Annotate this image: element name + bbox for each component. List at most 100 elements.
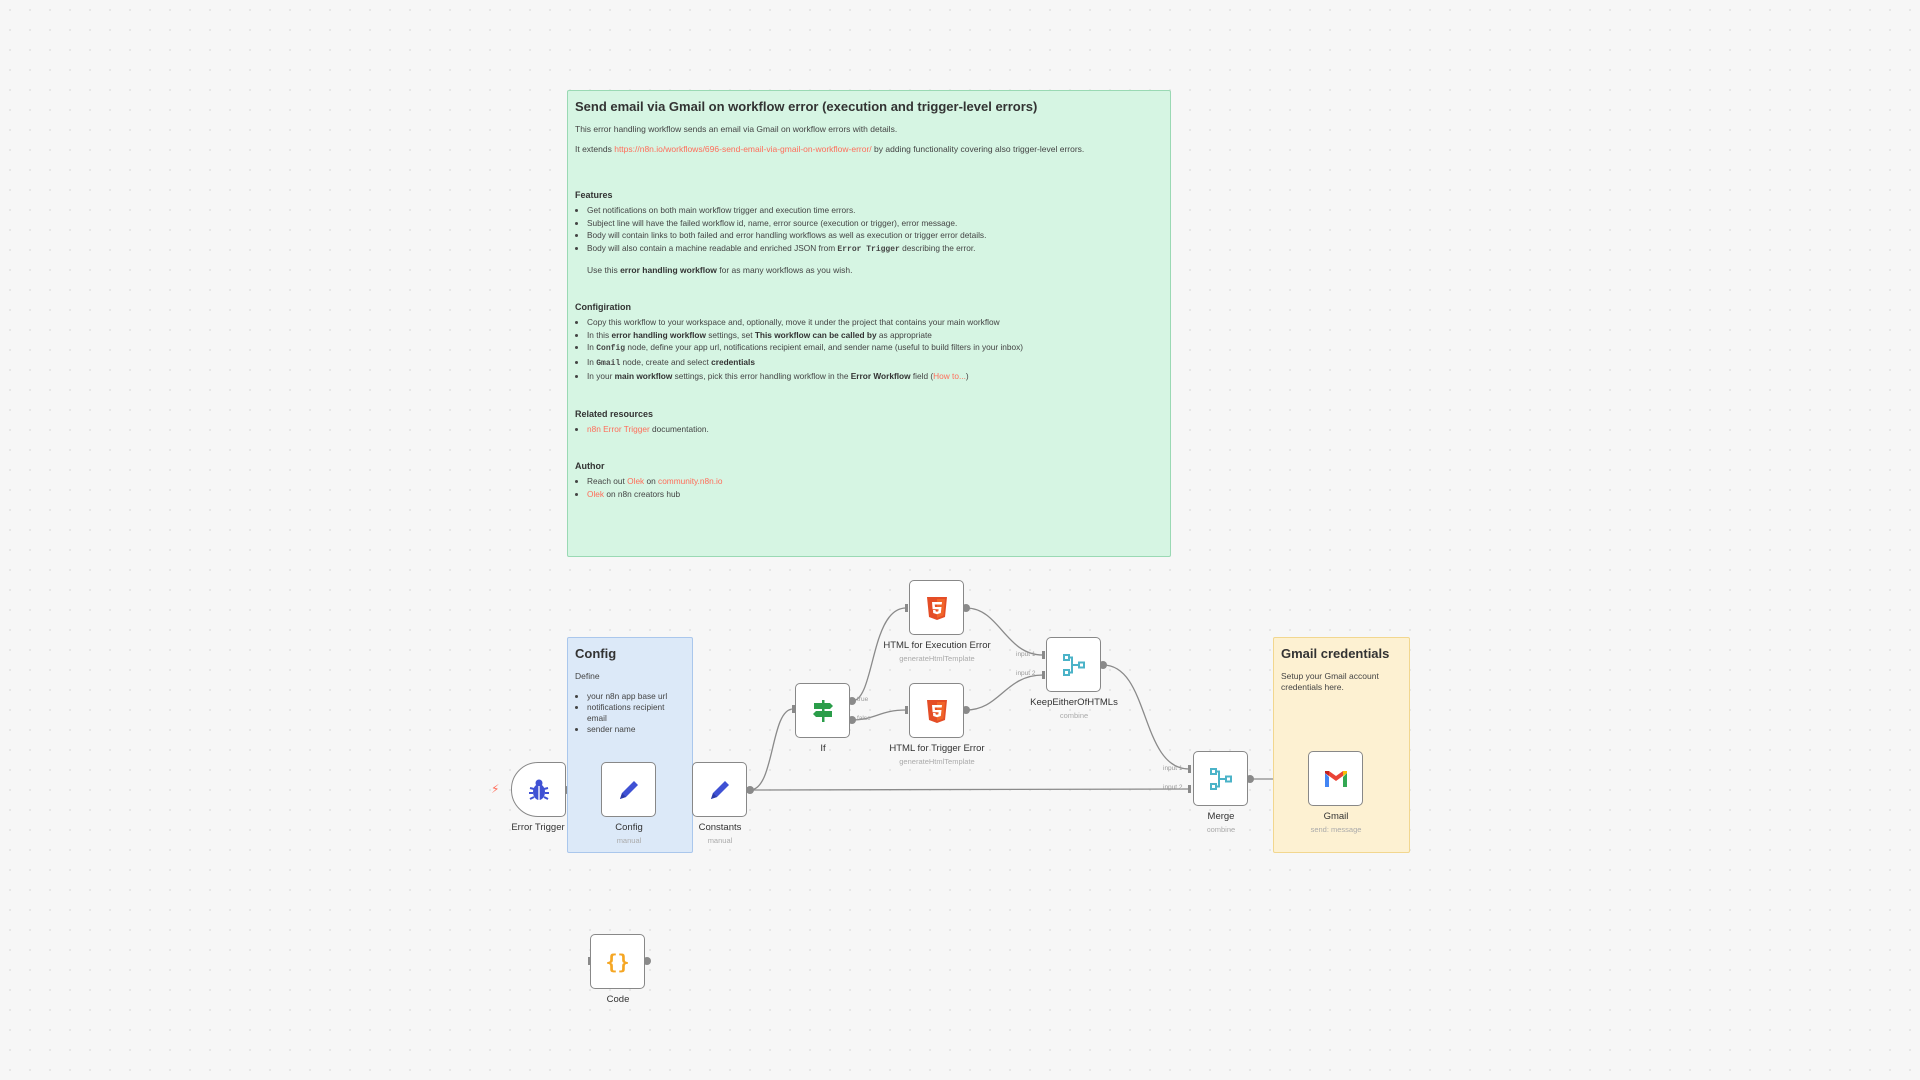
pencil-icon: [710, 780, 729, 799]
node-label: Config: [615, 822, 643, 833]
node-html-execution-error[interactable]: [909, 580, 964, 635]
node-label: Constants: [698, 822, 742, 833]
features-list: Get notifications on both main workflow …: [575, 204, 1163, 256]
feature4-prefix: Body will also contain a machine readabl…: [587, 242, 838, 253]
use-prefix: Use this: [587, 265, 621, 275]
config-note-item: your n8n app base url: [587, 691, 685, 702]
edge-htmlexec-keep: [965, 607, 1044, 656]
config-item: In Config node, define your app url, not…: [587, 341, 1163, 356]
port-true-label: true: [857, 696, 869, 703]
author-heading: Author: [575, 461, 605, 471]
ci5b: main workflow: [614, 371, 673, 381]
node-sublabel: manual: [707, 836, 733, 845]
node-config[interactable]: [601, 762, 656, 817]
features-heading: Features: [575, 190, 613, 200]
gmail-icon: [1324, 770, 1347, 787]
extends-suffix: by adding functionality covering also tr…: [871, 144, 1085, 154]
config-heading: Configiration: [575, 302, 631, 312]
note-title: Send email via Gmail on workflow error (…: [575, 99, 1038, 114]
node-error-trigger[interactable]: [511, 762, 566, 817]
node-sublabel: generateHtmlTemplate: [899, 654, 975, 663]
extends-prefix: It extends: [575, 144, 615, 154]
node-merge[interactable]: [1193, 751, 1248, 806]
merge-icon: [1209, 767, 1232, 790]
feature4-code: Error Trigger: [837, 244, 900, 254]
signpost-icon: [812, 699, 833, 722]
port-input2-label: input 2: [1163, 784, 1183, 791]
node-sublabel: manual: [616, 836, 642, 845]
feature-item: Get notifications on both main workflow …: [587, 204, 1163, 217]
node-label: KeepEitherOfHTMLs: [1030, 697, 1118, 708]
ci2a: In this: [587, 329, 612, 340]
ai1a: Reach out: [587, 476, 628, 486]
node-label: Gmail: [1323, 811, 1349, 822]
ci2d: This workflow can be called by: [754, 329, 877, 340]
config-item: In Gmail node, create and select credent…: [587, 356, 1163, 371]
sticky-note-gmail[interactable]: Gmail credentials Setup your Gmail accou…: [1273, 637, 1410, 853]
ci5f: ): [965, 371, 969, 381]
node-code[interactable]: {}: [590, 934, 645, 989]
config-note-define: Define: [575, 671, 600, 681]
sticky-note-main[interactable]: Send email via Gmail on workflow error (…: [567, 90, 1171, 557]
ci2b: error handling workflow: [611, 329, 706, 340]
node-if[interactable]: [795, 683, 850, 738]
use-suffix: for as many workflows as you wish.: [716, 265, 853, 275]
node-html-trigger-error[interactable]: [909, 683, 964, 738]
sticky-note-config[interactable]: Config Define your n8n app base url noti…: [567, 637, 693, 853]
config-note-list: your n8n app base url notifications reci…: [575, 691, 685, 735]
use-note: Use this error handling workflow for as …: [587, 265, 1163, 276]
author-item: Reach out Olek on community.n8n.io: [587, 475, 1163, 488]
resource-item: n8n Error Trigger documentation.: [587, 423, 1163, 436]
ci4a: In: [587, 356, 597, 367]
node-gmail[interactable]: [1308, 751, 1363, 806]
how-to-link[interactable]: How to...: [933, 371, 966, 381]
feature-item: Body will contain links to both failed a…: [587, 229, 1163, 242]
merge-icon: [1062, 653, 1085, 676]
config-item: In this error handling workflow settings…: [587, 329, 1163, 342]
port-input1-label: input 1: [1016, 651, 1036, 658]
ci4c: node, create and select: [620, 356, 712, 367]
ci3c: node, define your app url, notifications…: [625, 342, 1024, 352]
ci3a: In: [587, 342, 597, 352]
config-item: In your main workflow settings, pick thi…: [587, 370, 1163, 383]
config-note-item: notifications recipient email: [587, 702, 685, 724]
edge-keep-merge: [1102, 664, 1190, 770]
ci2e: as appropriate: [876, 329, 932, 340]
config-note-title: Config: [575, 646, 617, 661]
pencil-icon: [619, 780, 638, 799]
community-link[interactable]: community.n8n.io: [658, 476, 723, 486]
error-trigger-docs-link[interactable]: n8n Error Trigger: [587, 423, 650, 434]
note-intro: This error handling workflow sends an em…: [575, 124, 898, 134]
node-keep-either-of-htmls[interactable]: [1046, 637, 1101, 692]
author-list: Reach out Olek on community.n8n.io Olek …: [575, 475, 1163, 500]
resources-heading: Related resources: [575, 408, 654, 419]
ci2c: settings, set: [705, 329, 755, 340]
node-label: Merge: [1207, 811, 1235, 822]
node-constants[interactable]: [692, 762, 747, 817]
ci4d: credentials: [711, 356, 755, 367]
edge-if-htmlexec: [851, 607, 907, 702]
node-sublabel: generateHtmlTemplate: [899, 757, 975, 766]
node-sublabel: combine: [1059, 711, 1089, 720]
braces-icon: {}: [605, 949, 630, 974]
ai2-suffix: on n8n creators hub: [604, 488, 681, 499]
trigger-bolt-icon: ⚡: [491, 782, 500, 796]
edge-if-htmltrigger: [851, 709, 907, 721]
config-list: Copy this workflow to your workspace and…: [575, 316, 1163, 383]
node-label: Error Trigger: [511, 822, 565, 833]
olek-link[interactable]: Olek: [627, 476, 645, 486]
bug-icon: [528, 779, 549, 800]
edge-htmltrigger-keep: [965, 674, 1044, 711]
gmail-note-title: Gmail credentials: [1281, 646, 1390, 661]
ci5e: field (: [910, 371, 934, 381]
port-false-label: false: [857, 715, 871, 722]
author-item: Olek on n8n creators hub: [587, 488, 1163, 501]
extends-link[interactable]: https://n8n.io/workflows/696-send-email-…: [614, 144, 872, 154]
edge-constants-merge: [749, 788, 1190, 791]
node-label: HTML for Trigger Error: [889, 743, 985, 754]
config-item: Copy this workflow to your workspace and…: [587, 316, 1163, 329]
ci3b: Config: [596, 344, 626, 353]
note-extends: It extends https://n8n.io/workflows/696-…: [575, 144, 1163, 155]
ci5d: Error Workflow: [850, 371, 911, 381]
olek-creators-link[interactable]: Olek: [587, 488, 605, 499]
